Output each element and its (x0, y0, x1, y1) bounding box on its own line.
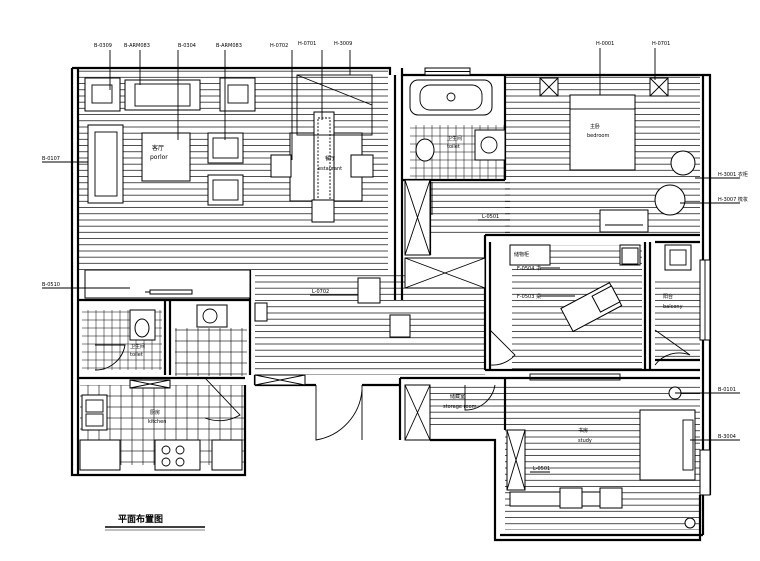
callout-c3: B-0304 (178, 43, 196, 49)
label-dining-en: estaurant (318, 166, 342, 172)
plan-title: 平面布置图 (118, 513, 163, 525)
callout-c8: H-0001 (596, 41, 614, 47)
callout-c2: B-ARM083 (124, 43, 150, 49)
callouts: B-0309 B-ARM083 B-0304 B-ARM083 H-0702 H… (42, 41, 748, 473)
callout-c16: F-0504 书 (517, 265, 541, 272)
callout-c18: B-0101 (718, 387, 736, 393)
callout-c6: H-0701 (298, 41, 316, 47)
callout-c12: L-0702 (312, 289, 329, 295)
callout-c21: 储物柜 (514, 251, 529, 258)
label-living-en: porlor (150, 154, 168, 161)
room-labels: 客厅 porlor 餐厅 estaurant 卫生间 toilet 主卧 bed… (130, 123, 683, 444)
label-toilet2: 卫生间 (130, 343, 145, 350)
callout-c14: H-3001 衣柜 (718, 171, 748, 178)
label-master: 主卧 (590, 123, 600, 130)
callout-c1: B-0309 (94, 43, 112, 49)
living-furniture (84, 77, 256, 299)
storage-study-furniture (404, 384, 696, 529)
label-study-en: study (578, 438, 592, 444)
label-storage: 储藏室 (450, 393, 465, 400)
callout-c17: F-0503 桌 (517, 293, 541, 300)
label-dining: 餐厅 (325, 155, 335, 162)
label-living: 客厅 (152, 144, 164, 152)
label-study: 书房 (578, 427, 588, 434)
callout-c19: B-3004 (718, 434, 736, 440)
callout-c15: H-3007 梳妆 (718, 196, 748, 203)
wc-kitchen-fixtures (79, 304, 243, 471)
label-master-en: bedroom (587, 133, 609, 139)
callout-c9: H-0701 (652, 41, 670, 47)
callout-c10: B-0107 (42, 156, 60, 162)
label-kitchen-en: kitchen (148, 419, 166, 425)
callout-c7: H-3009 (334, 41, 352, 47)
wardrobes (129, 179, 486, 389)
callout-c4: B-ARM083 (216, 43, 242, 49)
balcony-furniture (664, 244, 692, 271)
label-bath1: 卫生间 (447, 135, 462, 142)
callout-c5: H-0702 (270, 43, 288, 49)
master-furniture (539, 77, 696, 233)
doors (94, 182, 691, 441)
label-toilet2-en: toilet (130, 352, 143, 358)
callout-c20: L-0501 (533, 466, 550, 472)
label-bath1-en: toilet (447, 144, 460, 150)
label-balcony: 阳台 (663, 293, 673, 300)
drawing-title: 平面布置图 (105, 513, 205, 531)
bath1-fixtures (409, 79, 506, 162)
callout-c11: B-0510 (42, 282, 60, 288)
label-storage-en: storage room (443, 404, 477, 410)
windows (424, 67, 711, 496)
label-kitchen: 厨房 (150, 409, 160, 416)
dining-furniture (270, 74, 374, 223)
callout-c13: L-0501 (482, 214, 499, 220)
label-balcony-en: balcony (663, 304, 683, 310)
